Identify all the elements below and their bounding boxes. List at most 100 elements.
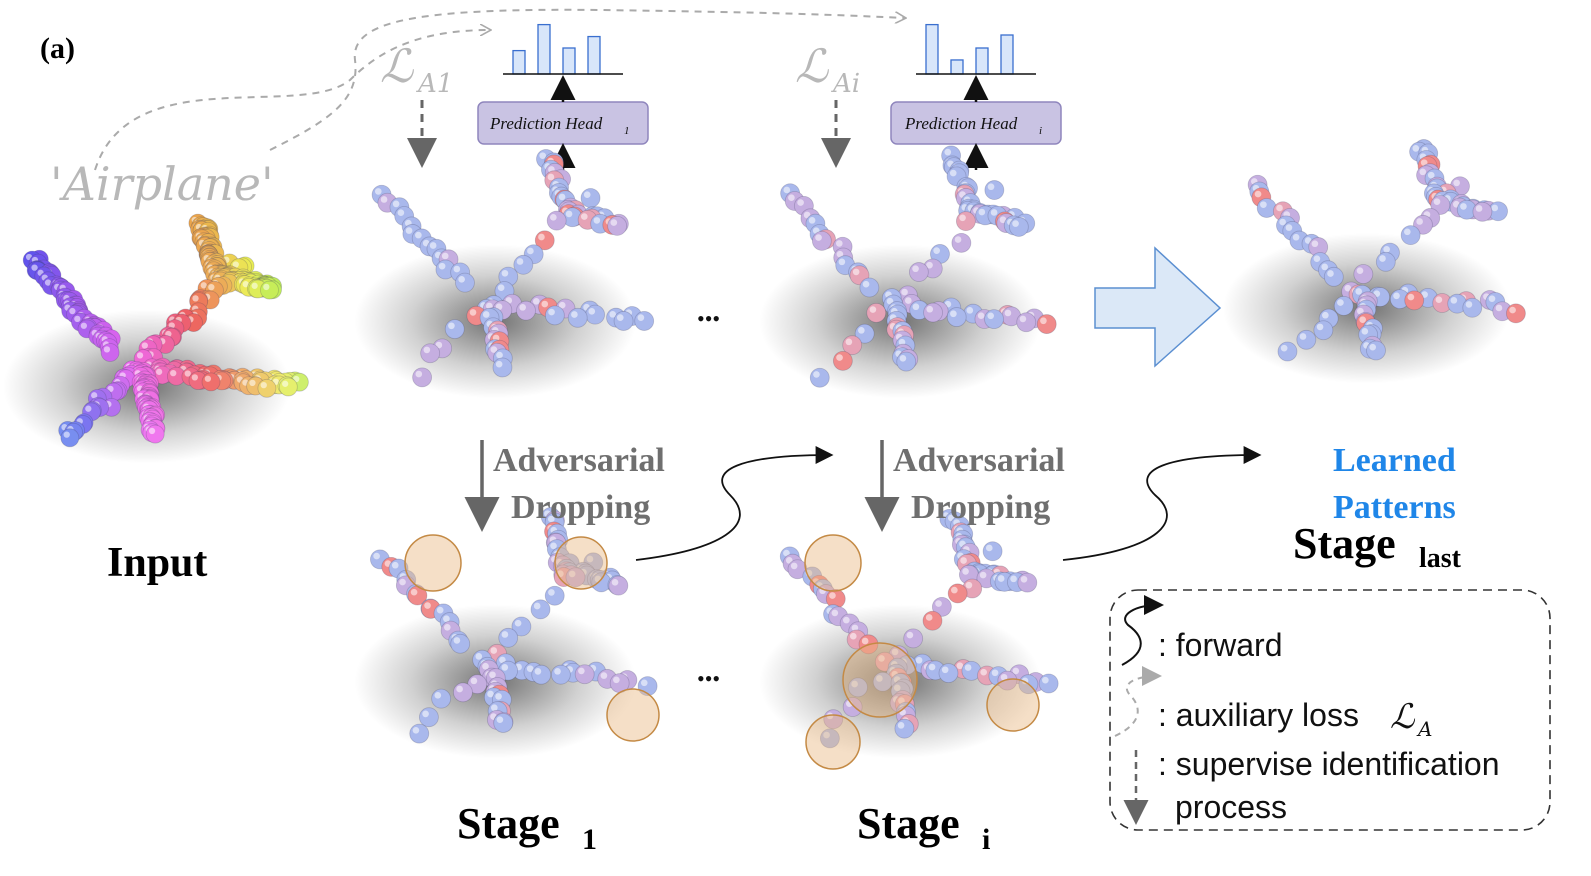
point-highlight bbox=[496, 351, 503, 359]
point-highlight bbox=[1453, 179, 1460, 187]
point-highlight bbox=[44, 279, 52, 286]
point-highlight bbox=[978, 208, 986, 216]
point-highlight bbox=[933, 247, 940, 254]
point-highlight bbox=[1327, 270, 1334, 277]
point-highlight bbox=[392, 200, 400, 208]
point-highlight bbox=[1419, 168, 1427, 176]
point bbox=[923, 302, 943, 323]
svg-text:: supervise identification: : supervise identification bbox=[1158, 746, 1500, 782]
point-highlight bbox=[845, 338, 853, 346]
svg-text:Stage: Stage bbox=[857, 799, 960, 848]
point bbox=[585, 304, 605, 325]
point-highlight bbox=[869, 306, 877, 313]
svg-text:ℒ: ℒ bbox=[795, 39, 829, 93]
point-highlight bbox=[423, 346, 431, 354]
point-highlight bbox=[1020, 575, 1028, 583]
point-highlight bbox=[541, 300, 549, 308]
point-highlight bbox=[613, 676, 620, 684]
point bbox=[530, 599, 551, 620]
point-highlight bbox=[374, 188, 382, 195]
point-highlight bbox=[987, 183, 995, 191]
point-highlight bbox=[242, 281, 249, 288]
svg-text:1: 1 bbox=[624, 125, 630, 137]
point-highlight bbox=[580, 213, 588, 220]
point bbox=[908, 262, 929, 282]
point-highlight bbox=[962, 568, 969, 575]
point-highlight bbox=[898, 338, 906, 346]
point-highlight bbox=[538, 233, 545, 241]
point-highlight bbox=[1452, 200, 1460, 208]
point-highlight bbox=[486, 302, 493, 310]
point-highlight bbox=[849, 632, 857, 640]
svg-text:i: i bbox=[982, 823, 990, 856]
point-highlight bbox=[91, 392, 98, 399]
point bbox=[1366, 340, 1386, 361]
point bbox=[260, 280, 279, 300]
point-highlight bbox=[415, 231, 422, 239]
point-highlight bbox=[482, 311, 490, 318]
point bbox=[550, 664, 571, 685]
point bbox=[1323, 266, 1344, 287]
point bbox=[984, 180, 1005, 200]
point bbox=[444, 319, 465, 340]
point-highlight bbox=[453, 637, 461, 644]
forward-arrow-1 bbox=[635, 446, 834, 561]
point bbox=[1375, 251, 1396, 272]
point bbox=[492, 357, 513, 378]
point-highlight bbox=[31, 264, 38, 271]
point-highlight bbox=[453, 265, 461, 273]
point bbox=[278, 377, 298, 397]
point-highlight bbox=[1435, 296, 1443, 304]
stage-1-point-cloud bbox=[354, 149, 655, 399]
point-highlight bbox=[487, 690, 494, 698]
point-highlight bbox=[435, 341, 443, 349]
point-highlight bbox=[448, 322, 455, 330]
point-highlight bbox=[571, 311, 578, 318]
svg-text:Dropping: Dropping bbox=[911, 489, 1050, 526]
point bbox=[1036, 314, 1057, 334]
point-highlight bbox=[609, 311, 617, 318]
point-highlight bbox=[497, 284, 505, 292]
histogram-bar bbox=[925, 23, 939, 75]
point bbox=[947, 583, 968, 604]
input-label: Input bbox=[107, 540, 207, 586]
point-highlight bbox=[979, 571, 987, 579]
point bbox=[1404, 290, 1425, 311]
point-highlight bbox=[1420, 159, 1428, 166]
point-highlight bbox=[482, 662, 489, 670]
point-highlight bbox=[783, 549, 790, 557]
point-highlight bbox=[441, 252, 449, 260]
point-highlight bbox=[815, 234, 822, 241]
point-highlight bbox=[836, 354, 843, 361]
point-highlight bbox=[443, 623, 451, 631]
learned-patterns-label: Learned Patterns bbox=[1333, 442, 1456, 526]
point-highlight bbox=[547, 515, 555, 523]
point bbox=[1038, 673, 1059, 694]
point-highlight bbox=[941, 666, 949, 674]
stage-last-point-cloud bbox=[1222, 139, 1526, 384]
point-highlight bbox=[954, 236, 962, 243]
point bbox=[984, 309, 1004, 330]
airplane-loss-curve-2 bbox=[269, 8, 905, 151]
point-highlight bbox=[501, 631, 509, 638]
point-highlight bbox=[891, 648, 899, 656]
point-highlight bbox=[1356, 267, 1364, 275]
stage-i-point-cloud bbox=[759, 145, 1057, 399]
histogram-bar bbox=[1000, 34, 1014, 75]
point-highlight bbox=[492, 334, 500, 342]
point-highlight bbox=[915, 656, 923, 664]
point-highlight bbox=[496, 716, 504, 723]
point bbox=[420, 343, 441, 364]
svg-text:Ai: Ai bbox=[831, 69, 860, 99]
point-highlight bbox=[991, 669, 999, 677]
point-highlight bbox=[1321, 263, 1328, 271]
point-highlight bbox=[168, 322, 175, 329]
point-highlight bbox=[1337, 299, 1344, 306]
point-highlight bbox=[490, 346, 498, 353]
point-highlight bbox=[783, 186, 791, 194]
point bbox=[409, 723, 430, 744]
point-highlight bbox=[944, 148, 952, 156]
point-highlight bbox=[380, 196, 388, 203]
point-highlight bbox=[1369, 343, 1377, 351]
point-highlight bbox=[80, 322, 88, 329]
